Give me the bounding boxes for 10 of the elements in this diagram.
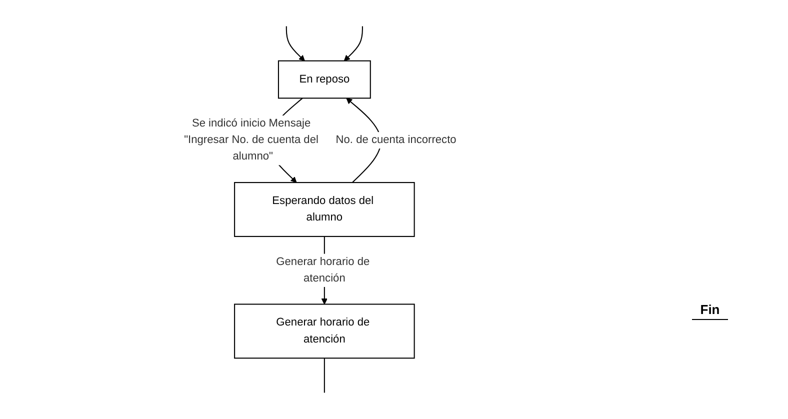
arrow xyxy=(286,26,305,62)
arrow xyxy=(344,26,363,62)
edge-label: Se indicó inicio Mensaje "Ingresar No. de cuenta del alumno" xyxy=(184,118,318,162)
node-box: En reposo xyxy=(278,60,371,99)
edge-label: Generar horario de atención xyxy=(276,256,370,284)
transition-label: Fin xyxy=(692,300,728,320)
node-box: Generar horario de atención xyxy=(234,304,415,359)
node-box: Esperando datos del alumno xyxy=(234,182,415,237)
connector xyxy=(324,358,325,393)
edge-label: No. de cuenta incorrecto xyxy=(336,134,456,146)
